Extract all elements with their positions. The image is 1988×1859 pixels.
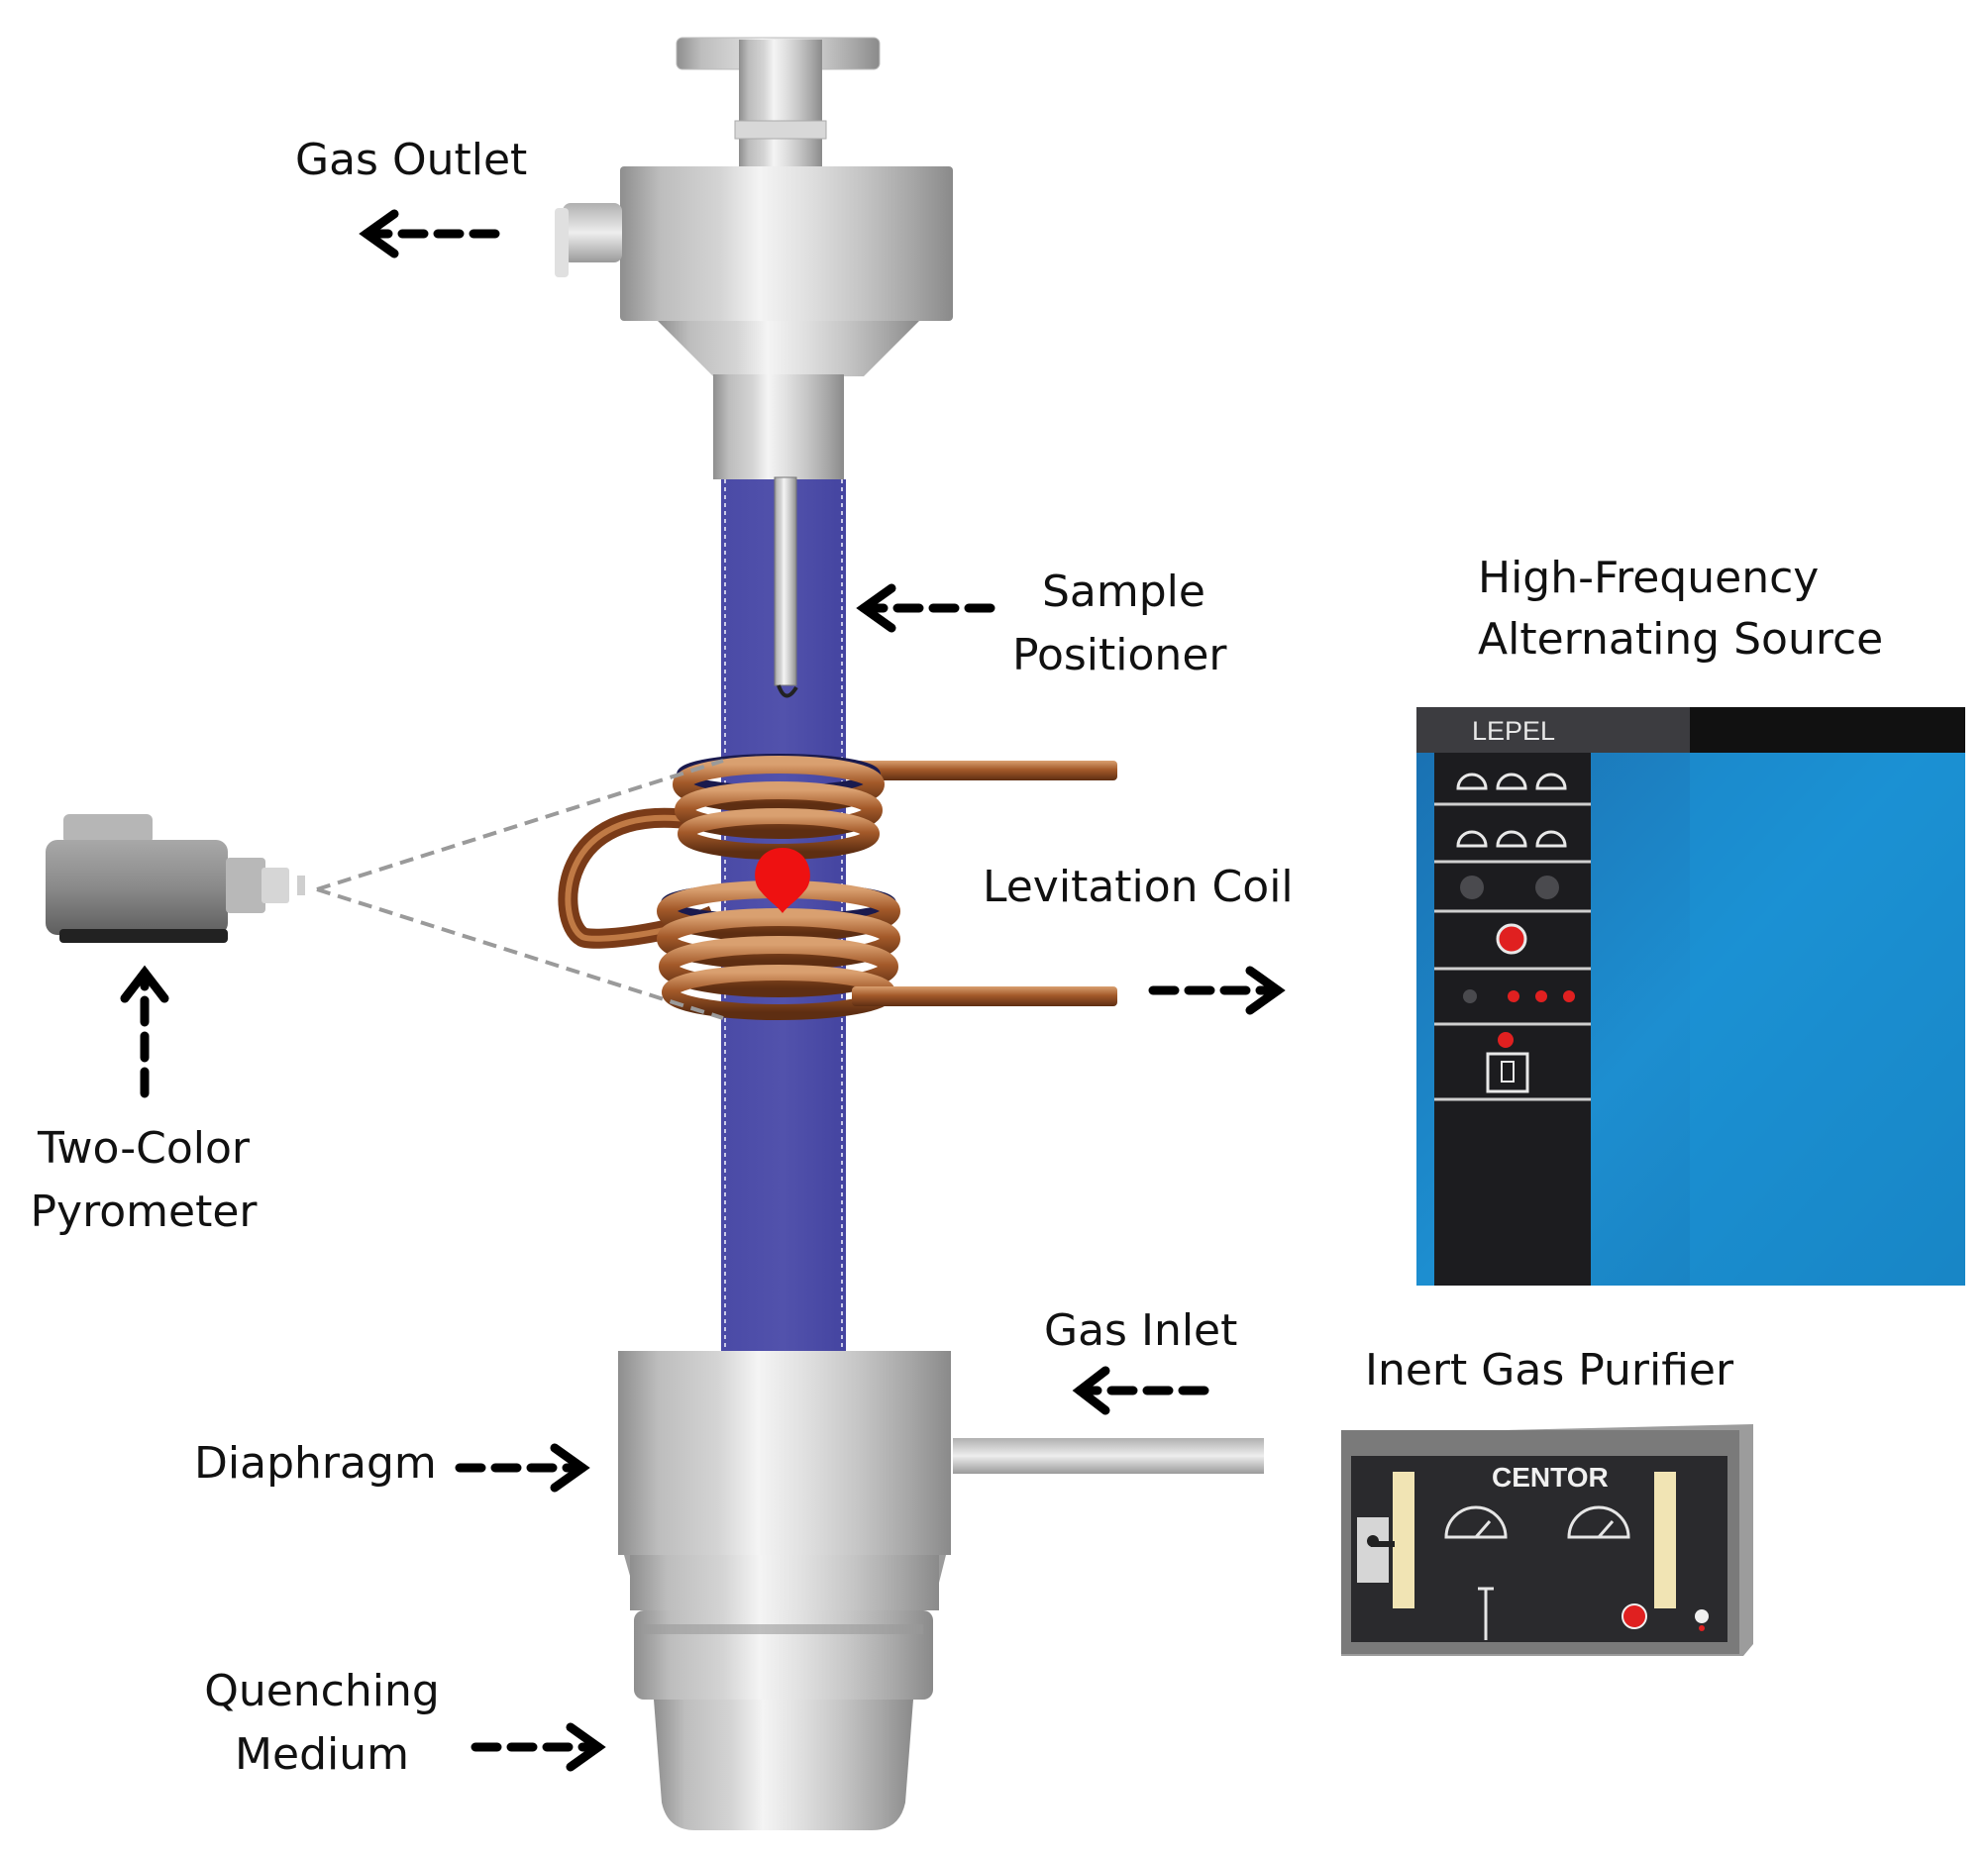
sample-positioner-label-line1: Sample: [1042, 567, 1205, 617]
top-flange: [555, 166, 953, 479]
diaphragm-arrow: [455, 1443, 590, 1493]
gas-inlet-label: Gas Inlet: [1044, 1305, 1238, 1356]
pyrometer-label-line2: Pyrometer: [30, 1187, 258, 1237]
diaphragm-block: [618, 1351, 1264, 1830]
annotation-arrows: [120, 209, 1286, 1772]
pyrometer-arrow: [120, 965, 169, 1098]
quenching-medium-label-line2: Medium: [235, 1729, 409, 1780]
diaphragm-label: Diaphragm: [194, 1438, 437, 1489]
gas-inlet-arrow: [1072, 1366, 1209, 1415]
quenching-medium-arrow: [471, 1722, 606, 1772]
inert-gas-purifier-unit: [1341, 1424, 1753, 1656]
inert-gas-purifier-label: Inert Gas Purifier: [1365, 1345, 1734, 1395]
levitation-coil-arrow: [1148, 966, 1286, 1015]
purifier-brand: CENTOR: [1492, 1462, 1609, 1493]
two-color-pyrometer: [46, 759, 724, 1020]
gas-outlet-arrow: [359, 209, 500, 258]
sample-positioner-rod: [774, 476, 798, 698]
sample-positioner-arrow: [856, 583, 995, 633]
pyrometer-label-line1: Two-Color: [37, 1123, 251, 1174]
hf-source-label-line2: Alternating Source: [1478, 614, 1884, 665]
sample-positioner-handle: [676, 37, 881, 173]
levitated-sample: [755, 848, 810, 913]
quenching-medium-label-line1: Quenching: [204, 1666, 440, 1716]
high-frequency-source-cabinet: [1416, 707, 1965, 1286]
gas-outlet-label: Gas Outlet: [295, 135, 528, 185]
levitation-coil-label: Levitation Coil: [983, 862, 1294, 912]
hf-source-brand: LEPEL: [1472, 716, 1556, 746]
hf-source-label-line1: High-Frequency: [1478, 553, 1820, 603]
sample-positioner-label-line2: Positioner: [1012, 630, 1227, 680]
